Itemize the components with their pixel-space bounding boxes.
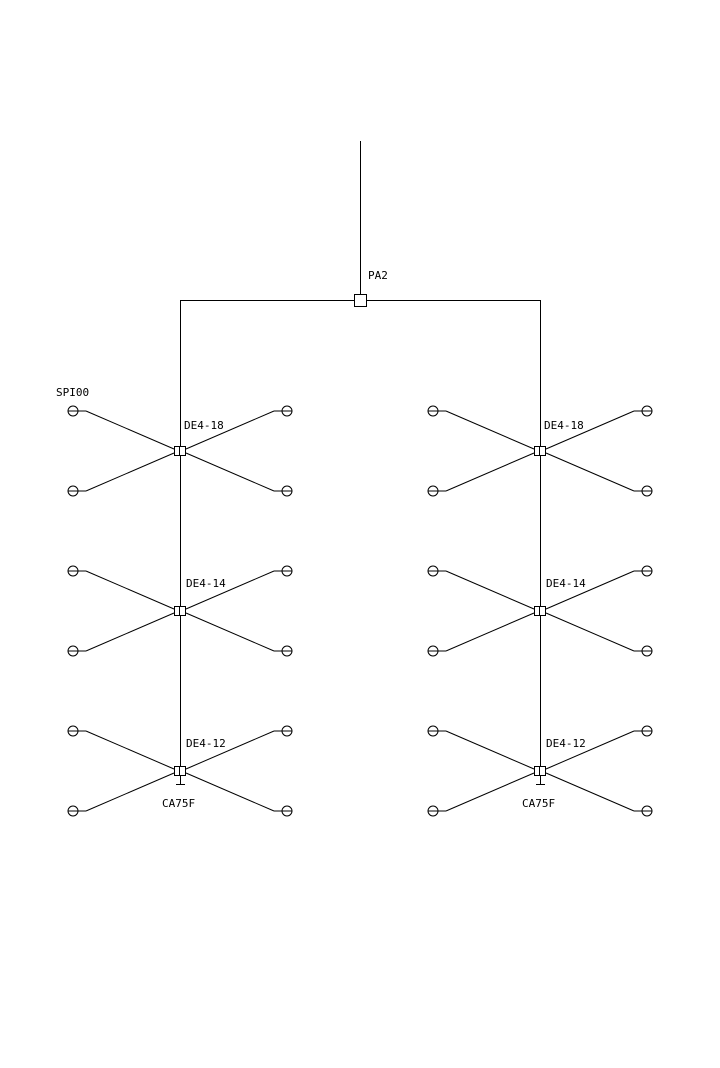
branch-line xyxy=(185,612,275,652)
branch-line xyxy=(445,452,535,492)
branch-line xyxy=(445,772,535,812)
taps-group xyxy=(67,405,653,817)
tap-label: DE4-14 xyxy=(546,577,586,590)
tap-label: DE4-18 xyxy=(184,419,224,432)
branch-line xyxy=(85,730,175,770)
branch-line xyxy=(545,772,635,812)
tap-label: DE4-14 xyxy=(186,577,226,590)
branch-line xyxy=(185,452,275,492)
branch-line xyxy=(445,570,535,610)
terminator-label: CA75F xyxy=(162,797,195,810)
branch-line xyxy=(445,612,535,652)
branch-line xyxy=(185,772,275,812)
branch-line xyxy=(545,612,635,652)
tap-label: DE4-18 xyxy=(544,419,584,432)
tap-label: DE4-12 xyxy=(186,737,226,750)
branch-line xyxy=(545,410,635,450)
branch-line xyxy=(545,452,635,492)
branch-line xyxy=(85,452,175,492)
branch-line xyxy=(85,772,175,812)
branch-line xyxy=(85,612,175,652)
branch-line xyxy=(545,570,635,610)
branch-line xyxy=(445,730,535,770)
branch-line xyxy=(185,730,275,770)
branch-line xyxy=(185,570,275,610)
branch-line xyxy=(85,570,175,610)
splitter-label: PA2 xyxy=(368,269,388,282)
terminator-label: CA75F xyxy=(522,797,555,810)
branch-line xyxy=(185,410,275,450)
outlet-label: SPI00 xyxy=(56,386,89,399)
branch-line xyxy=(445,410,535,450)
splitter-box xyxy=(354,294,367,307)
tap-label: DE4-12 xyxy=(546,737,586,750)
branch-line xyxy=(85,410,175,450)
branch-line xyxy=(545,730,635,770)
